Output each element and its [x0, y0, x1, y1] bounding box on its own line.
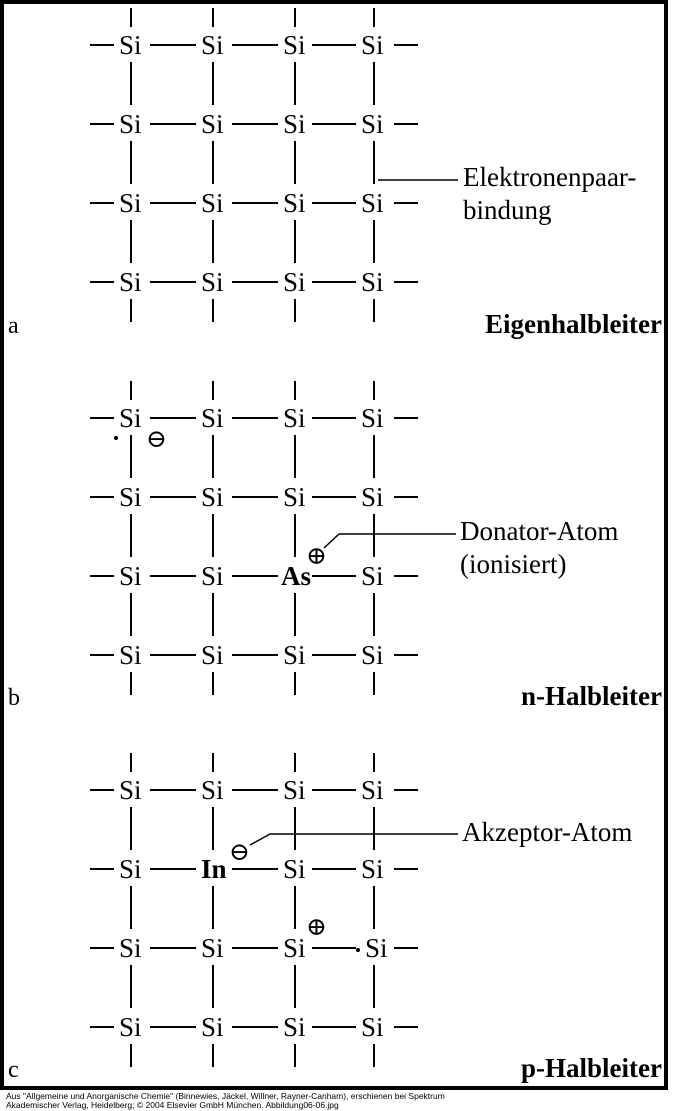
- atom: Si: [119, 482, 142, 512]
- atom: Si: [119, 561, 142, 591]
- atom: Si: [119, 109, 142, 139]
- atom: Si: [201, 30, 224, 60]
- panel-c: Si Si Si Si Si In Si Si Si Si Si Si Si S…: [8, 775, 662, 1083]
- atom: Si: [201, 640, 224, 670]
- atom: Si: [283, 109, 306, 139]
- atom: Si: [361, 775, 384, 805]
- image-credit: Aus "Allgemeine und Anorganische Chemie"…: [6, 1091, 445, 1110]
- atom: Si: [201, 775, 224, 805]
- atom: Si: [283, 775, 306, 805]
- bond-lines: [90, 8, 418, 1067]
- atom: Si: [361, 640, 384, 670]
- atom: Si: [201, 188, 224, 218]
- panel-title: Eigenhalbleiter: [485, 309, 662, 339]
- atom: Si: [361, 482, 384, 512]
- atom: Si: [201, 267, 224, 297]
- atom: Si: [201, 933, 224, 963]
- atom: Si: [361, 109, 384, 139]
- atom: Si: [283, 933, 306, 963]
- atom: Si: [283, 267, 306, 297]
- acceptor-atom: In: [201, 854, 227, 884]
- atom: Si: [283, 482, 306, 512]
- atom: Si: [119, 1012, 142, 1042]
- electron-dot: [356, 948, 360, 952]
- atom: Si: [283, 1012, 306, 1042]
- panel-b: Si Si Si Si Si Si Si Si Si Si As Si Si S…: [8, 403, 662, 711]
- panel-title: n-Halbleiter: [521, 681, 662, 711]
- annotation-label: (ionisiert): [460, 549, 566, 579]
- leader-line: [249, 833, 271, 846]
- atom: Si: [119, 403, 142, 433]
- atom: Si: [283, 640, 306, 670]
- atom: Si: [119, 188, 142, 218]
- atom: Si: [361, 267, 384, 297]
- atom: Si: [283, 854, 306, 884]
- atom: Si: [201, 1012, 224, 1042]
- negative-charge-icon: ⊖: [146, 426, 167, 453]
- atom: Si: [283, 403, 306, 433]
- atom: Si: [201, 482, 224, 512]
- atom: Si: [119, 267, 142, 297]
- annotation-label: Akzeptor-Atom: [462, 817, 632, 847]
- atom: Si: [361, 1012, 384, 1042]
- atom: Si: [361, 854, 384, 884]
- atom: Si: [201, 403, 224, 433]
- atom: Si: [361, 403, 384, 433]
- panel-letter: c: [8, 1057, 19, 1083]
- atom: Si: [119, 640, 142, 670]
- annotation-label: Donator-Atom: [460, 516, 618, 546]
- positive-charge-icon: ⊕: [306, 914, 327, 941]
- panel-title: p-Halbleiter: [521, 1053, 662, 1083]
- atom: Si: [361, 30, 384, 60]
- panel-a: Si Si Si Si Si Si Si Si Si Si Si Si Si S…: [8, 30, 662, 339]
- atom: Si: [283, 30, 306, 60]
- positive-charge-icon: ⊕: [306, 543, 327, 570]
- atom: Si: [283, 188, 306, 218]
- panel-letter: a: [8, 313, 19, 339]
- panel-letter: b: [8, 685, 20, 711]
- annotation-label: Elektronenpaar-: [463, 162, 636, 192]
- annotation-label: bindung: [463, 195, 552, 225]
- outer-border: [0, 0, 668, 1090]
- donor-atom: As: [281, 561, 311, 591]
- negative-charge-icon: ⊖: [229, 839, 250, 866]
- atom: Si: [119, 854, 142, 884]
- atom: Si: [119, 30, 142, 60]
- atom: Si: [201, 561, 224, 591]
- atom: Si: [201, 109, 224, 139]
- atom: Si: [119, 775, 142, 805]
- atom: Si: [361, 561, 384, 591]
- leader-line: [323, 533, 340, 549]
- atom: Si: [365, 933, 388, 963]
- atom: Si: [119, 933, 142, 963]
- electron-dot: [114, 436, 118, 440]
- atom: Si: [361, 188, 384, 218]
